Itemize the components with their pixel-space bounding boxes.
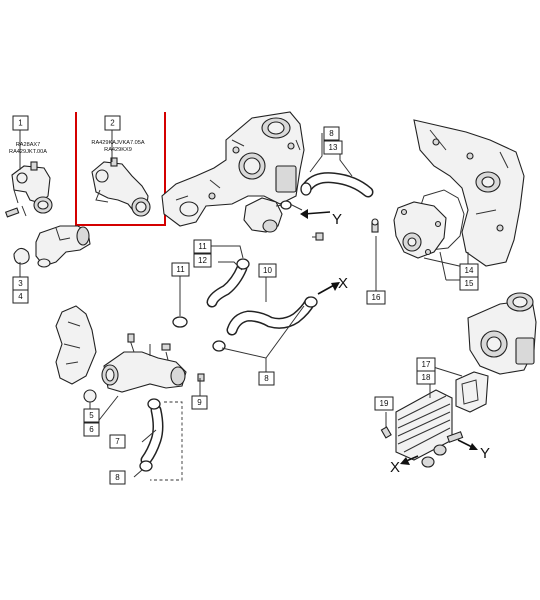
coolant-pipe[interactable] [101, 333, 187, 393]
callout-5[interactable]: 5 [83, 408, 100, 423]
callout-2[interactable]: 2 [104, 115, 121, 131]
hose-13[interactable] [300, 172, 374, 198]
svg-text:7: 7 [115, 437, 120, 446]
svg-text:5: 5 [89, 411, 94, 420]
svg-text:8: 8 [329, 129, 334, 138]
egr-valve [467, 292, 537, 375]
svg-text:14: 14 [465, 266, 474, 275]
hose-7-dash-bracket [150, 401, 183, 481]
hose-12[interactable] [206, 258, 250, 308]
engine-manifold-top [161, 111, 305, 227]
engine-block-right [413, 119, 525, 267]
callout-18[interactable]: 18 [416, 370, 436, 385]
svg-text:10: 10 [263, 266, 272, 275]
small-bolt-centre [312, 232, 324, 241]
svg-text:9: 9 [197, 398, 202, 407]
callout-12[interactable]: 12 [193, 253, 212, 268]
svg-text:1: 1 [18, 119, 23, 128]
callout-6[interactable]: 6 [83, 422, 100, 437]
svg-text:4: 4 [18, 292, 23, 301]
callout-17[interactable]: 17 [416, 357, 436, 372]
svg-text:16: 16 [372, 293, 381, 302]
thermostat-housing-1[interactable] [11, 161, 53, 217]
part1-code-1: RA28AX7 [16, 142, 41, 148]
callout-8-mid[interactable]: 8 [258, 371, 275, 386]
callout-7[interactable]: 7 [109, 434, 126, 449]
callout-14[interactable]: 14 [459, 263, 479, 278]
callout-4[interactable]: 4 [12, 289, 29, 304]
hose-7[interactable] [139, 398, 164, 472]
svg-text:18: 18 [422, 373, 431, 382]
gasket-17 [455, 371, 489, 413]
svg-text:11: 11 [198, 242, 207, 251]
svg-text:2: 2 [110, 119, 115, 128]
thermostat-housing-mounted [243, 197, 303, 233]
part2-code-1: RA429KAJVKA7.05A [91, 140, 144, 146]
clamp-8-mid-b [304, 296, 318, 308]
bolt-16 [371, 218, 379, 233]
svg-text:17: 17 [422, 360, 431, 369]
callout-8-bottom[interactable]: 8 [109, 470, 126, 485]
bolt-small [4, 207, 20, 218]
callout-16[interactable]: 16 [366, 290, 386, 305]
callout-11-top[interactable]: 11 [193, 239, 212, 254]
callout-9[interactable]: 9 [191, 395, 208, 410]
bolt-19 [380, 426, 392, 439]
svg-text:19: 19 [380, 399, 389, 408]
svg-text:8: 8 [264, 374, 269, 383]
svg-text:12: 12 [198, 256, 207, 265]
water-outlet-elbow[interactable] [35, 225, 91, 268]
svg-text:15: 15 [465, 279, 474, 288]
callout-3[interactable]: 3 [12, 276, 29, 291]
mounting-bracket [55, 305, 97, 385]
axis-y-bottom: Y [457, 439, 490, 462]
axis-y-top-label: Y [332, 211, 342, 228]
axis-x-middle: X [317, 275, 348, 295]
callout-15[interactable]: 15 [459, 276, 479, 291]
callout-19[interactable]: 19 [374, 396, 394, 411]
axis-x-bottom-label: X [390, 459, 400, 476]
svg-text:13: 13 [329, 143, 338, 152]
clamp-8-mid-a [212, 340, 226, 352]
hose-10[interactable] [226, 296, 316, 336]
callout-10[interactable]: 10 [258, 263, 277, 278]
gasket-ring [13, 247, 30, 265]
axis-x-bottom: X [390, 455, 419, 476]
axis-x-middle-label: X [338, 275, 348, 292]
clamp-11-lower [172, 316, 188, 328]
callout-11-lower[interactable]: 11 [171, 262, 190, 277]
svg-text:6: 6 [89, 425, 94, 434]
part2-code-2: RA429KX9 [104, 147, 132, 153]
axis-y-top: Y [300, 209, 342, 228]
part1-code-2: RA429JKT.00A [9, 149, 47, 155]
o-ring-5 [83, 389, 97, 403]
axis-y-bottom-label: Y [480, 445, 490, 462]
callout-1[interactable]: 1 [12, 115, 29, 131]
thermostat-housing-2[interactable] [91, 157, 151, 217]
highlight-frame [75, 112, 166, 226]
water-pump-14[interactable] [393, 201, 447, 259]
svg-text:3: 3 [18, 279, 23, 288]
oil-cooler-18[interactable] [395, 389, 464, 468]
clamp-near-y [280, 200, 292, 210]
callout-8-top[interactable]: 8 [323, 126, 340, 141]
svg-text:11: 11 [176, 265, 185, 274]
callout-13[interactable]: 13 [323, 140, 343, 155]
svg-text:8: 8 [115, 473, 120, 482]
small-bolt-9 [197, 373, 205, 382]
